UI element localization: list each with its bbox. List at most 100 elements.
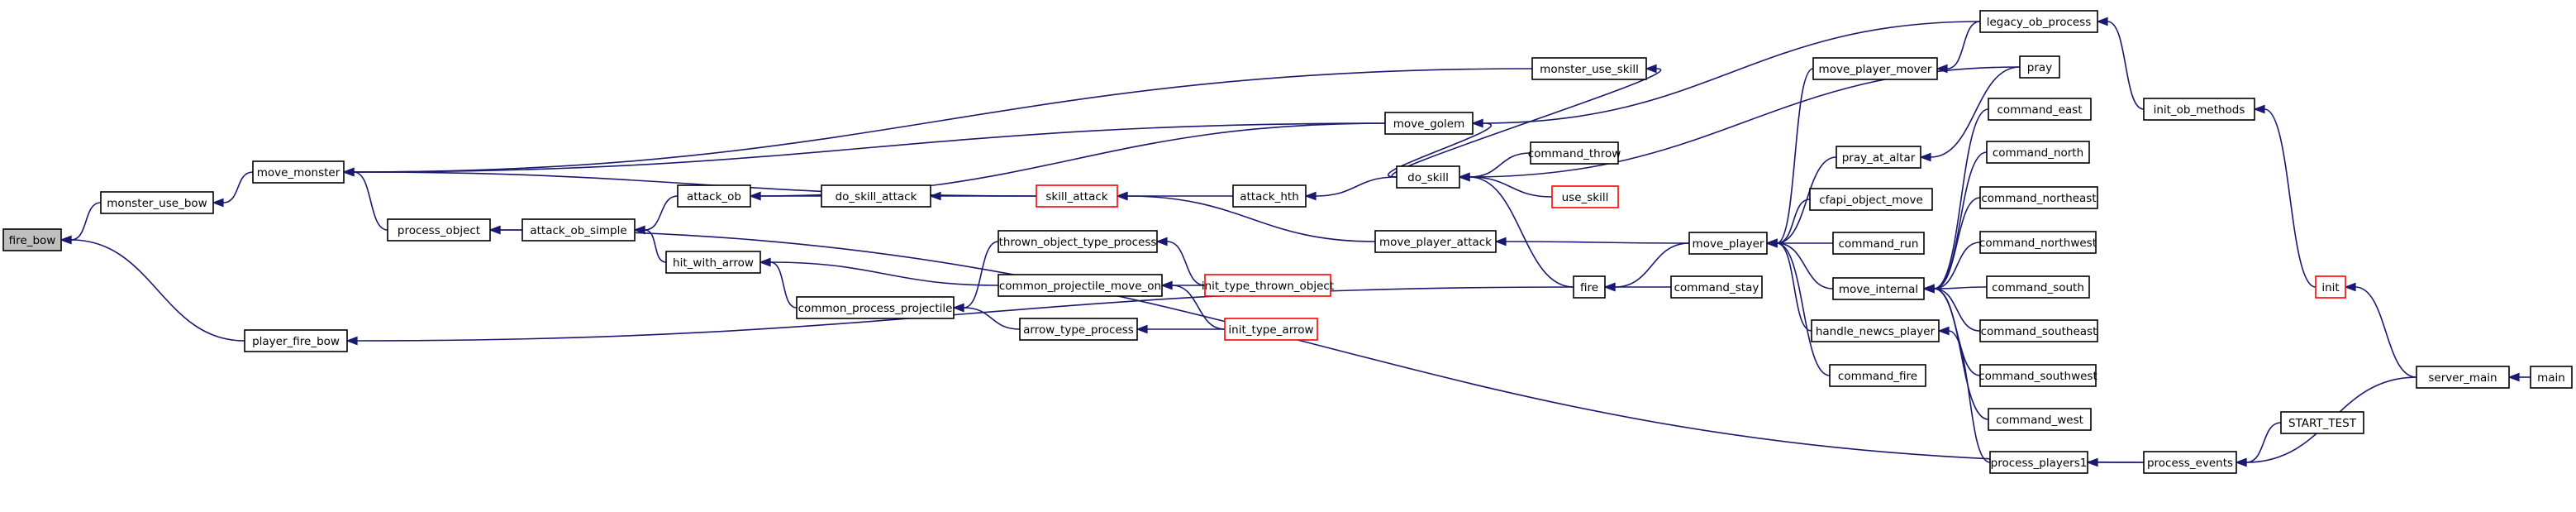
node-init[interactable]: init xyxy=(2315,275,2346,299)
edge-line xyxy=(353,122,1386,173)
node-box xyxy=(1232,184,1307,208)
node-move-internal[interactable]: move_internal xyxy=(1832,277,1925,300)
node-main[interactable]: main xyxy=(2530,366,2573,389)
node-command-east[interactable]: command_east xyxy=(1988,98,2092,121)
node-command-throw[interactable]: command_throw xyxy=(1528,141,1621,165)
node-attack-ob-simple[interactable]: attack_ob_simple xyxy=(521,218,636,242)
node-command-southwest[interactable]: command_southwest xyxy=(1978,364,2097,387)
node-move-player-attack[interactable]: move_player_attack xyxy=(1374,230,1497,253)
node-box xyxy=(521,218,636,242)
edge-cfapi-object-move-to-move-player xyxy=(1765,199,1811,248)
node-box xyxy=(1396,165,1460,189)
edge-pray-to-pray-at-altar xyxy=(1919,66,2021,162)
node-move-monster[interactable]: move_monster xyxy=(252,160,345,184)
arrowhead xyxy=(2086,457,2098,467)
node-label: command_fire xyxy=(1838,370,1917,383)
edge-line xyxy=(1933,197,1981,289)
node-box xyxy=(100,191,214,214)
arrowhead xyxy=(929,191,941,201)
node-command-west[interactable]: command_west xyxy=(1988,408,2092,431)
node-thrown-object-type-process[interactable]: thrown_object_type_process xyxy=(998,230,1158,253)
node-monster-use-bow[interactable]: monster_use_bow xyxy=(100,191,214,214)
edge-line xyxy=(1482,21,1981,124)
node-label: common_process_projectile xyxy=(798,302,953,315)
node-monster-use-skill[interactable]: monster_use_skill xyxy=(1531,57,1647,80)
node-do-skill[interactable]: do_skill xyxy=(1396,165,1460,189)
node-box xyxy=(1829,364,1926,387)
node-do-skill-attack[interactable]: do_skill_attack xyxy=(821,184,931,208)
node-move-golem[interactable]: move_golem xyxy=(1384,112,1474,135)
node-pray[interactable]: pray xyxy=(2019,55,2060,79)
node-command-stay[interactable]: command_stay xyxy=(1670,275,1763,299)
node-server-main[interactable]: server_main xyxy=(2416,366,2510,389)
node-legacy-ob-process[interactable]: legacy_ob_process xyxy=(1979,10,2098,33)
node-box xyxy=(1986,141,2090,164)
node-box xyxy=(2280,411,2364,434)
nodes-layer: fire_bow monster_use_bow player_fire_bow mo… xyxy=(2,10,2573,474)
node-attack-hth[interactable]: attack_hth xyxy=(1232,184,1307,208)
node-cfapi-object-move[interactable]: cfapi_object_move xyxy=(1809,188,1933,211)
node-label: move_internal xyxy=(1839,283,1918,296)
node-command-southeast[interactable]: command_southeast xyxy=(1979,319,2098,342)
arrowhead xyxy=(1136,324,1148,334)
edge-line xyxy=(1776,68,1814,244)
node-handle-newcs-player[interactable]: handle_newcs_player xyxy=(1811,319,1940,342)
node-command-northeast[interactable]: command_northeast xyxy=(1979,186,2098,209)
edge-command-stay-to-fire xyxy=(1603,282,1672,292)
node-command-run[interactable]: command_run xyxy=(1832,232,1925,255)
node-fire-bow[interactable]: fire_bow xyxy=(2,228,62,251)
node-arrow-type-process[interactable]: arrow_type_process xyxy=(1019,318,1138,341)
node-hit-with-arrow[interactable]: hit_with_arrow xyxy=(665,251,761,274)
edge-line xyxy=(353,68,1533,173)
arrowhead xyxy=(2235,457,2247,467)
node-box xyxy=(1530,141,1619,165)
node-command-fire[interactable]: command_fire xyxy=(1829,364,1926,387)
node-box xyxy=(1019,318,1138,341)
node-label: init xyxy=(2321,281,2339,294)
arrowhead xyxy=(60,235,72,245)
edge-init-ob-methods-to-legacy-ob-process xyxy=(2096,17,2145,110)
edge-line xyxy=(1776,242,1812,332)
node-box xyxy=(1573,275,1606,299)
node-init-type-arrow[interactable]: init_type_arrow xyxy=(1224,318,1318,341)
edge-line xyxy=(1171,285,1226,330)
edge-line xyxy=(2264,108,2316,288)
node-command-south[interactable]: command_south xyxy=(1986,275,2090,299)
node-label: move_player_mover xyxy=(1819,63,1932,76)
node-common-projectile-move-on[interactable]: common_projectile_move_on xyxy=(998,274,1163,297)
node-fire[interactable]: fire xyxy=(1573,275,1606,299)
edge-fire-to-do-skill xyxy=(1458,172,1574,288)
node-process-object[interactable]: process_object xyxy=(387,218,491,242)
node-box xyxy=(252,160,345,184)
node-attack-ob[interactable]: attack_ob xyxy=(677,184,751,208)
node-pray-at-altar[interactable]: pray_at_altar xyxy=(1836,146,1921,169)
node-box xyxy=(665,251,761,274)
node-skill-attack[interactable]: skill_attack xyxy=(1036,184,1118,208)
node-init-type-thrown-object[interactable]: init_type_thrown_object xyxy=(1202,274,1334,297)
node-command-north[interactable]: command_north xyxy=(1986,141,2090,164)
node-process-players1[interactable]: process_players1 xyxy=(1989,451,2088,474)
edge-init-type-arrow-to-common-projectile-move-on xyxy=(1160,280,1226,330)
edge-line xyxy=(1948,330,1991,463)
node-command-northwest[interactable]: command_northwest xyxy=(1979,231,2097,254)
node-use-skill[interactable]: use_skill xyxy=(1551,185,1619,208)
node-label: common_projectile_move_on xyxy=(999,280,1161,293)
edge-player-fire-bow-to-fire-bow xyxy=(60,235,245,342)
arrowhead xyxy=(212,198,224,208)
node-box xyxy=(1809,188,1933,211)
arrowhead xyxy=(1155,237,1168,246)
node-init-ob-methods[interactable]: init_ob_methods xyxy=(2143,98,2255,121)
edge-line xyxy=(644,195,679,231)
node-start-test[interactable]: START_TEST xyxy=(2280,411,2364,434)
node-label: monster_use_skill xyxy=(1540,63,1639,76)
edge-line xyxy=(70,239,245,342)
node-player-fire-bow[interactable]: player_fire_bow xyxy=(244,329,348,352)
node-label: do_skill xyxy=(1407,171,1449,184)
node-label: fire_bow xyxy=(9,234,56,247)
node-move-player-mover[interactable]: move_player_mover xyxy=(1812,57,1938,80)
node-move-player[interactable]: move_player xyxy=(1688,232,1768,255)
node-common-process-projectile[interactable]: common_process_projectile xyxy=(796,296,955,319)
node-process-events[interactable]: process_events xyxy=(2143,451,2237,474)
arrowhead xyxy=(1919,152,1931,162)
node-box xyxy=(1979,231,2097,254)
